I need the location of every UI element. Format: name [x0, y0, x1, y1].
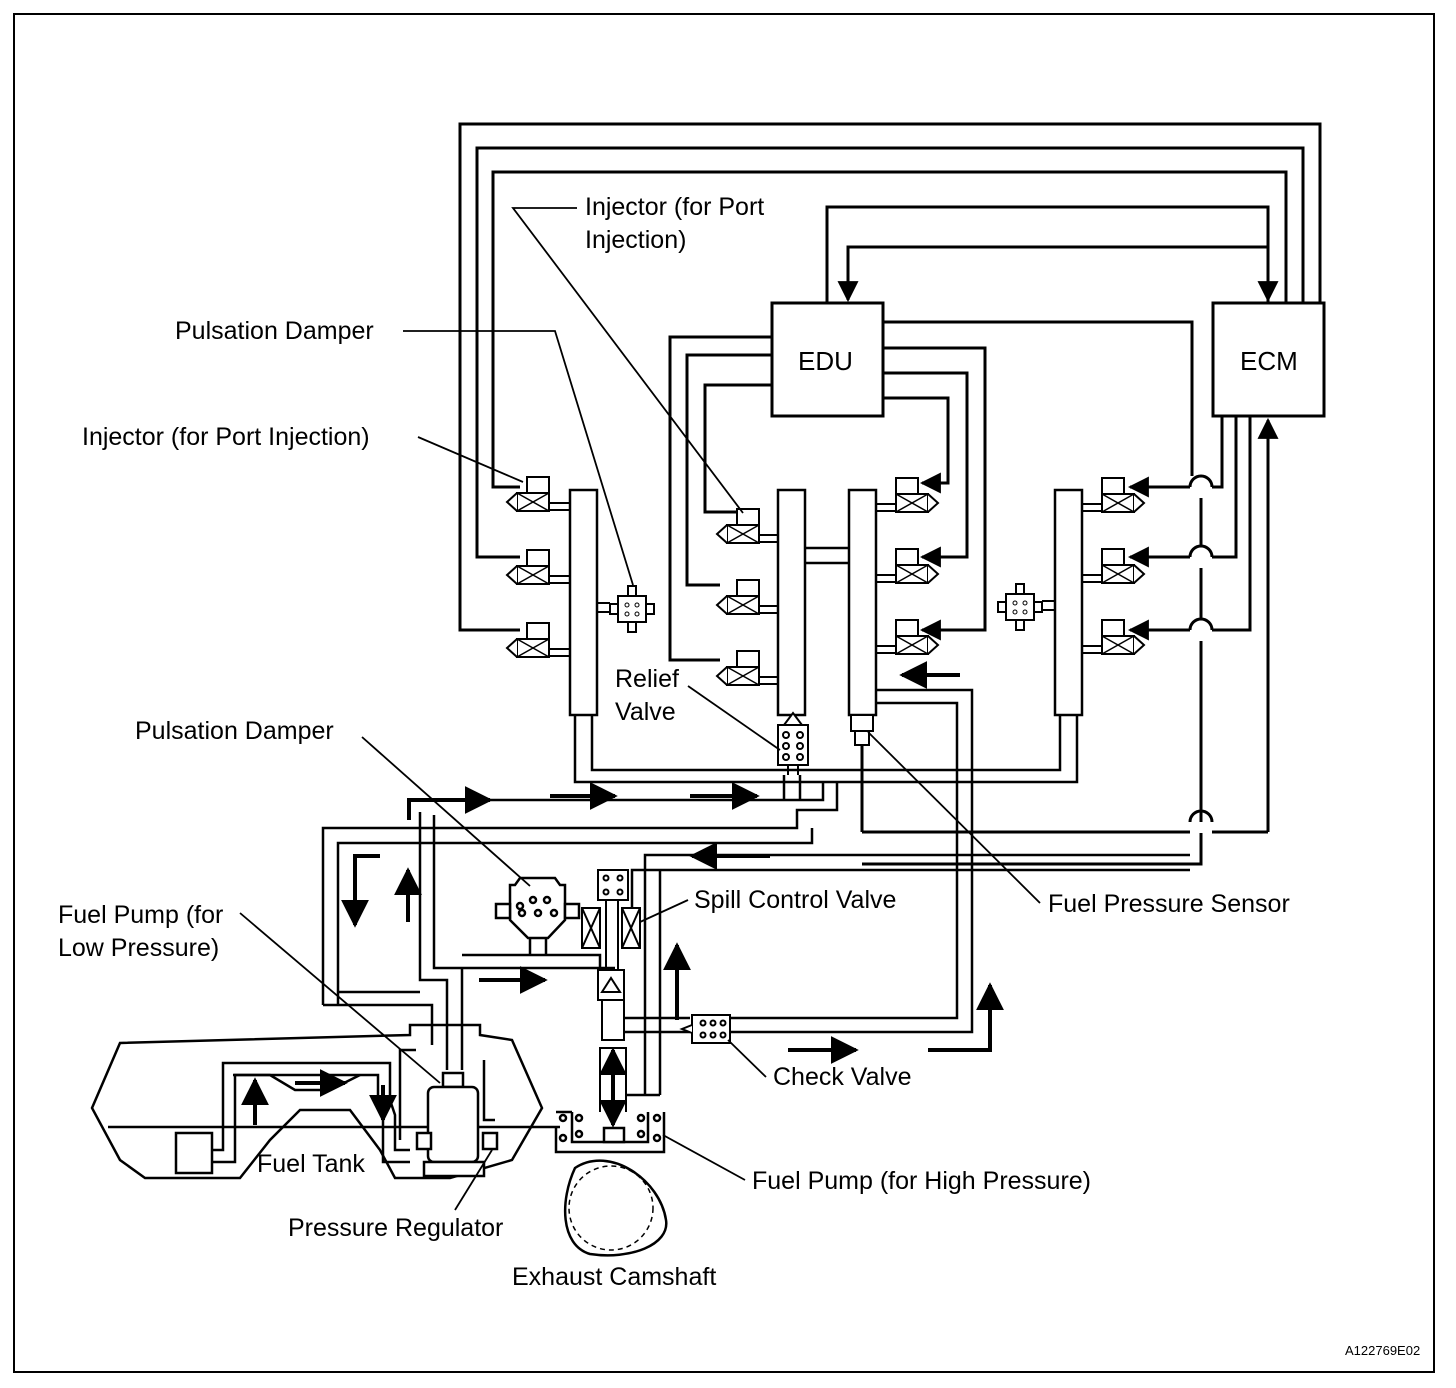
injector-port-1: [506, 476, 550, 512]
figure-code: A122769E02: [1345, 1343, 1421, 1358]
pulsation-damper-rail-left: [609, 585, 655, 633]
injector-port-2: [506, 549, 550, 585]
fuel-pressure-sensor-label: Fuel Pressure Sensor: [1048, 890, 1290, 918]
edu-label: EDU: [798, 346, 853, 376]
injector-port-left-label: Injector (for Port Injection): [82, 423, 370, 451]
rail-direct-left: [776, 488, 807, 717]
injector-direct-6: [895, 619, 939, 655]
pulsation-damper-top-label: Pulsation Damper: [175, 317, 374, 345]
injector-port-5: [1101, 548, 1145, 584]
injector-direct-2: [716, 579, 760, 615]
pulsation-damper-rail-right: [997, 583, 1043, 631]
leader-lines: [239, 207, 1041, 1211]
relief-valve-shape: [777, 711, 809, 775]
injector-direct-1: [716, 508, 760, 544]
check-valve-label: Check Valve: [773, 1063, 912, 1091]
fuel-pump-high-label: Fuel Pump (for High Pressure): [752, 1167, 1092, 1195]
outer-frame: [13, 13, 1435, 1373]
exhaust-camshaft-shape: [564, 1159, 668, 1257]
injectors: [506, 476, 1145, 686]
fuel-pressure-sensor-shape: [850, 714, 874, 746]
edu-box: [770, 301, 885, 418]
pulsation-damper-low-shape: [494, 876, 581, 955]
injector-direct-5: [895, 548, 939, 584]
relief-valve-label: Relief Valve: [615, 665, 679, 726]
ecm-label: ECM: [1240, 346, 1298, 376]
injector-port-top-label: Injector (for Port Injection): [585, 193, 765, 254]
rail-direct-right: [847, 488, 878, 717]
low-pressure-pump-shape: [415, 1071, 499, 1178]
ecm-box: [1211, 301, 1326, 418]
spill-control-valve-label: Spill Control Valve: [694, 886, 897, 914]
pulsation-damper-bottom-label: Pulsation Damper: [135, 717, 334, 745]
flow-arrows: [241, 661, 1004, 1128]
injector-direct-3: [716, 650, 760, 686]
injector-port-4: [1101, 477, 1145, 513]
injector-port-6: [1101, 619, 1145, 655]
rail-port-left: [568, 488, 599, 717]
fuel-tank-label: Fuel Tank: [257, 1150, 365, 1178]
fuel-tank-shape: [90, 1023, 560, 1180]
injector-port-3: [506, 622, 550, 658]
edu-wiring: [668, 335, 987, 662]
pressure-regulator-label: Pressure Regulator: [288, 1214, 504, 1242]
fuel-rails: [568, 488, 1084, 717]
fuel-pump-low-label: Fuel Pump (for Low Pressure): [58, 901, 224, 962]
check-valve-shape: [679, 1014, 731, 1044]
rail-port-right: [1053, 488, 1084, 717]
exhaust-camshaft-label: Exhaust Camshaft: [512, 1263, 717, 1291]
high-pressure-pump-shape: [554, 1110, 666, 1154]
ecm-wiring: [458, 122, 1322, 866]
